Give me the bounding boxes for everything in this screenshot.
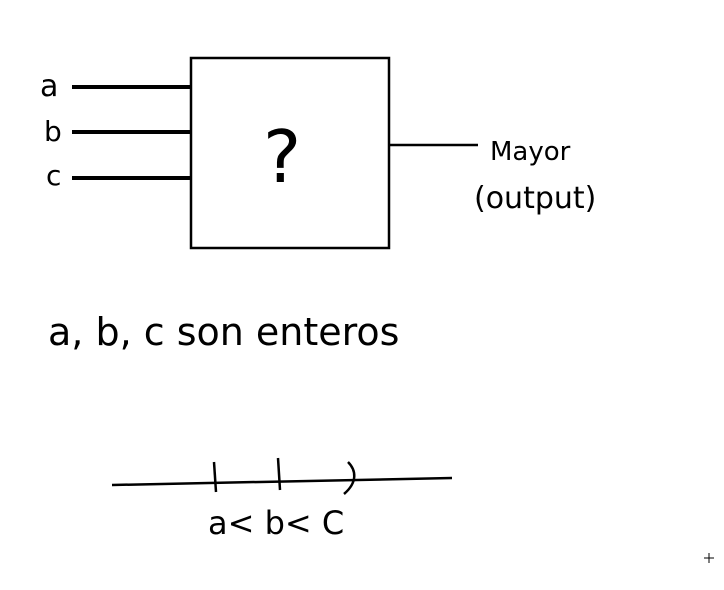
input-label-c: c bbox=[46, 159, 61, 192]
number-line bbox=[111, 476, 453, 487]
crosshair-icon bbox=[704, 553, 714, 563]
box-question-mark: ? bbox=[263, 115, 301, 199]
order-label: a< b< C bbox=[208, 504, 344, 542]
input-label-b: b bbox=[44, 115, 62, 148]
output-sublabel: (output) bbox=[474, 181, 596, 216]
black-box bbox=[189, 56, 391, 250]
tick-a bbox=[212, 461, 218, 493]
tick-b bbox=[276, 457, 282, 491]
input-label-a: a bbox=[40, 69, 58, 104]
integers-statement: a, b, c son enteros bbox=[48, 310, 399, 354]
tick-c bbox=[343, 461, 356, 495]
output-label: Mayor bbox=[490, 137, 571, 167]
